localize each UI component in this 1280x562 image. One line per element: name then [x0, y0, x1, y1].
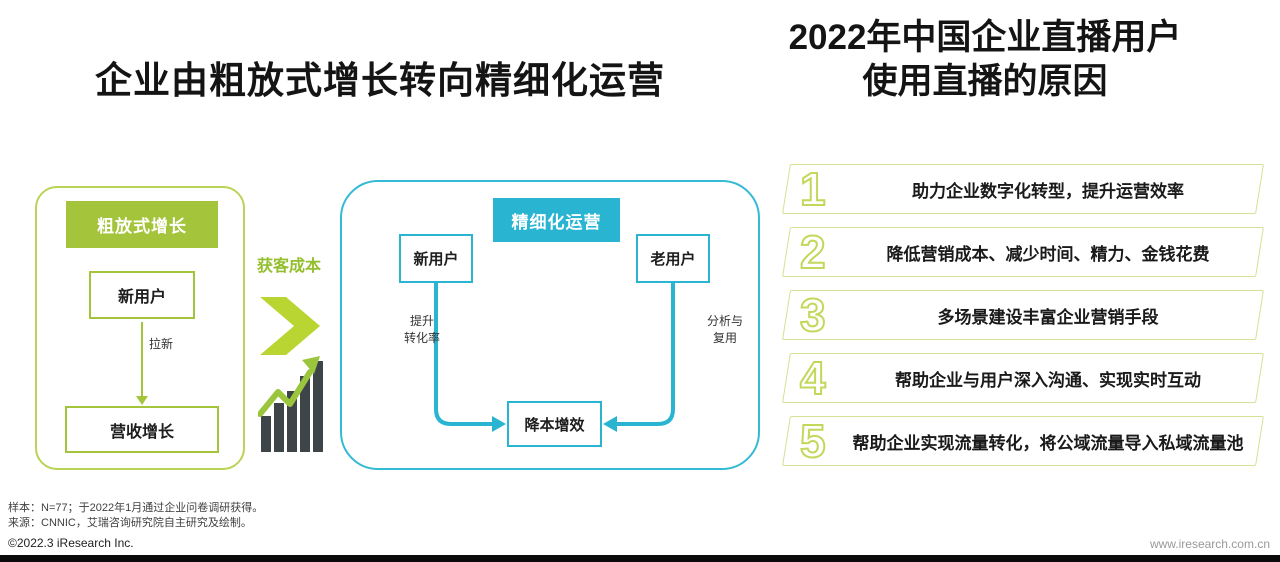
- reason-number: 3: [799, 289, 827, 341]
- reason-row-1: 1 助力企业数字化转型，提升运营效率: [780, 164, 1266, 214]
- cost-reduction-box: 降本增效: [507, 401, 602, 447]
- reason-row-3: 3 多场景建设丰富企业营销手段: [780, 290, 1266, 340]
- down-arrow-icon: [141, 322, 143, 398]
- left-section-title: 企业由粗放式增长转向精细化运营: [95, 60, 665, 101]
- extensive-growth-container: 粗放式增长 新用户 拉新 营收增长: [35, 186, 245, 470]
- reason-text: 助力企业数字化转型，提升运营效率: [912, 181, 1184, 201]
- down-arrowhead-icon: [136, 396, 148, 405]
- reason-text: 帮助企业实现流量转化，将公域流量导入私域流量池: [852, 433, 1244, 453]
- right-section-title: 2022年中国企业直播用户 使用直播的原因: [760, 16, 1210, 104]
- flow-arrows-icon: [434, 283, 675, 432]
- revenue-growth-box: 营收增长: [65, 406, 219, 453]
- website-label: www.iresearch.com.cn: [1149, 537, 1270, 551]
- reason-number: 4: [799, 352, 827, 404]
- reasons-list: 1 助力企业数字化转型，提升运营效率 2 降低营销成本、减少时间、精力、金钱花费…: [780, 164, 1266, 479]
- conversion-rate-note: 提升 转化率: [403, 314, 440, 345]
- reason-number: 5: [799, 415, 827, 467]
- reason-number: 2: [799, 226, 827, 278]
- source-footnote: 来源：CNNIC，艾瑞咨询研究院自主研究及绘制。: [8, 517, 252, 529]
- bottom-bar: [0, 555, 1280, 562]
- refined-old-user-box: 老用户: [636, 234, 710, 283]
- sample-footnote: 样本：N=77；于2022年1月通过企业问卷调研获得。: [8, 502, 264, 514]
- chevron-right-icon: [260, 297, 322, 355]
- reason-row-2: 2 降低营销成本、减少时间、精力、金钱花费: [780, 227, 1266, 277]
- refined-new-user-box: 新用户: [399, 234, 473, 283]
- acquisition-cost-label: 获客成本: [257, 258, 322, 275]
- reason-row-4: 4 帮助企业与用户深入沟通、实现实时互动: [780, 353, 1266, 403]
- refined-operation-header: 精细化运营: [493, 198, 620, 242]
- growth-bar-chart-icon: [257, 350, 326, 452]
- extensive-new-user-box: 新用户: [89, 271, 195, 319]
- right-title-line1: 2022年中国企业直播用户: [788, 18, 1182, 57]
- analysis-reuse-note: 分析与 复用: [706, 314, 743, 345]
- extensive-growth-header: 粗放式增长: [66, 201, 218, 248]
- pull-new-label: 拉新: [149, 337, 174, 351]
- refined-operation-container: 精细化运营 新用户 老用户 提升 转化率 分析与 复用 降本增效: [340, 180, 760, 470]
- reason-text: 多场景建设丰富企业营销手段: [937, 307, 1159, 327]
- reason-row-5: 5 帮助企业实现流量转化，将公域流量导入私域流量池: [780, 416, 1266, 466]
- reason-text: 降低营销成本、减少时间、精力、金钱花费: [886, 244, 1210, 264]
- reason-text: 帮助企业与用户深入沟通、实现实时互动: [895, 370, 1201, 390]
- reason-number: 1: [799, 163, 827, 215]
- copyright-label: ©2022.3 iResearch Inc.: [8, 536, 134, 550]
- right-title-line2: 使用直播的原因: [862, 62, 1108, 101]
